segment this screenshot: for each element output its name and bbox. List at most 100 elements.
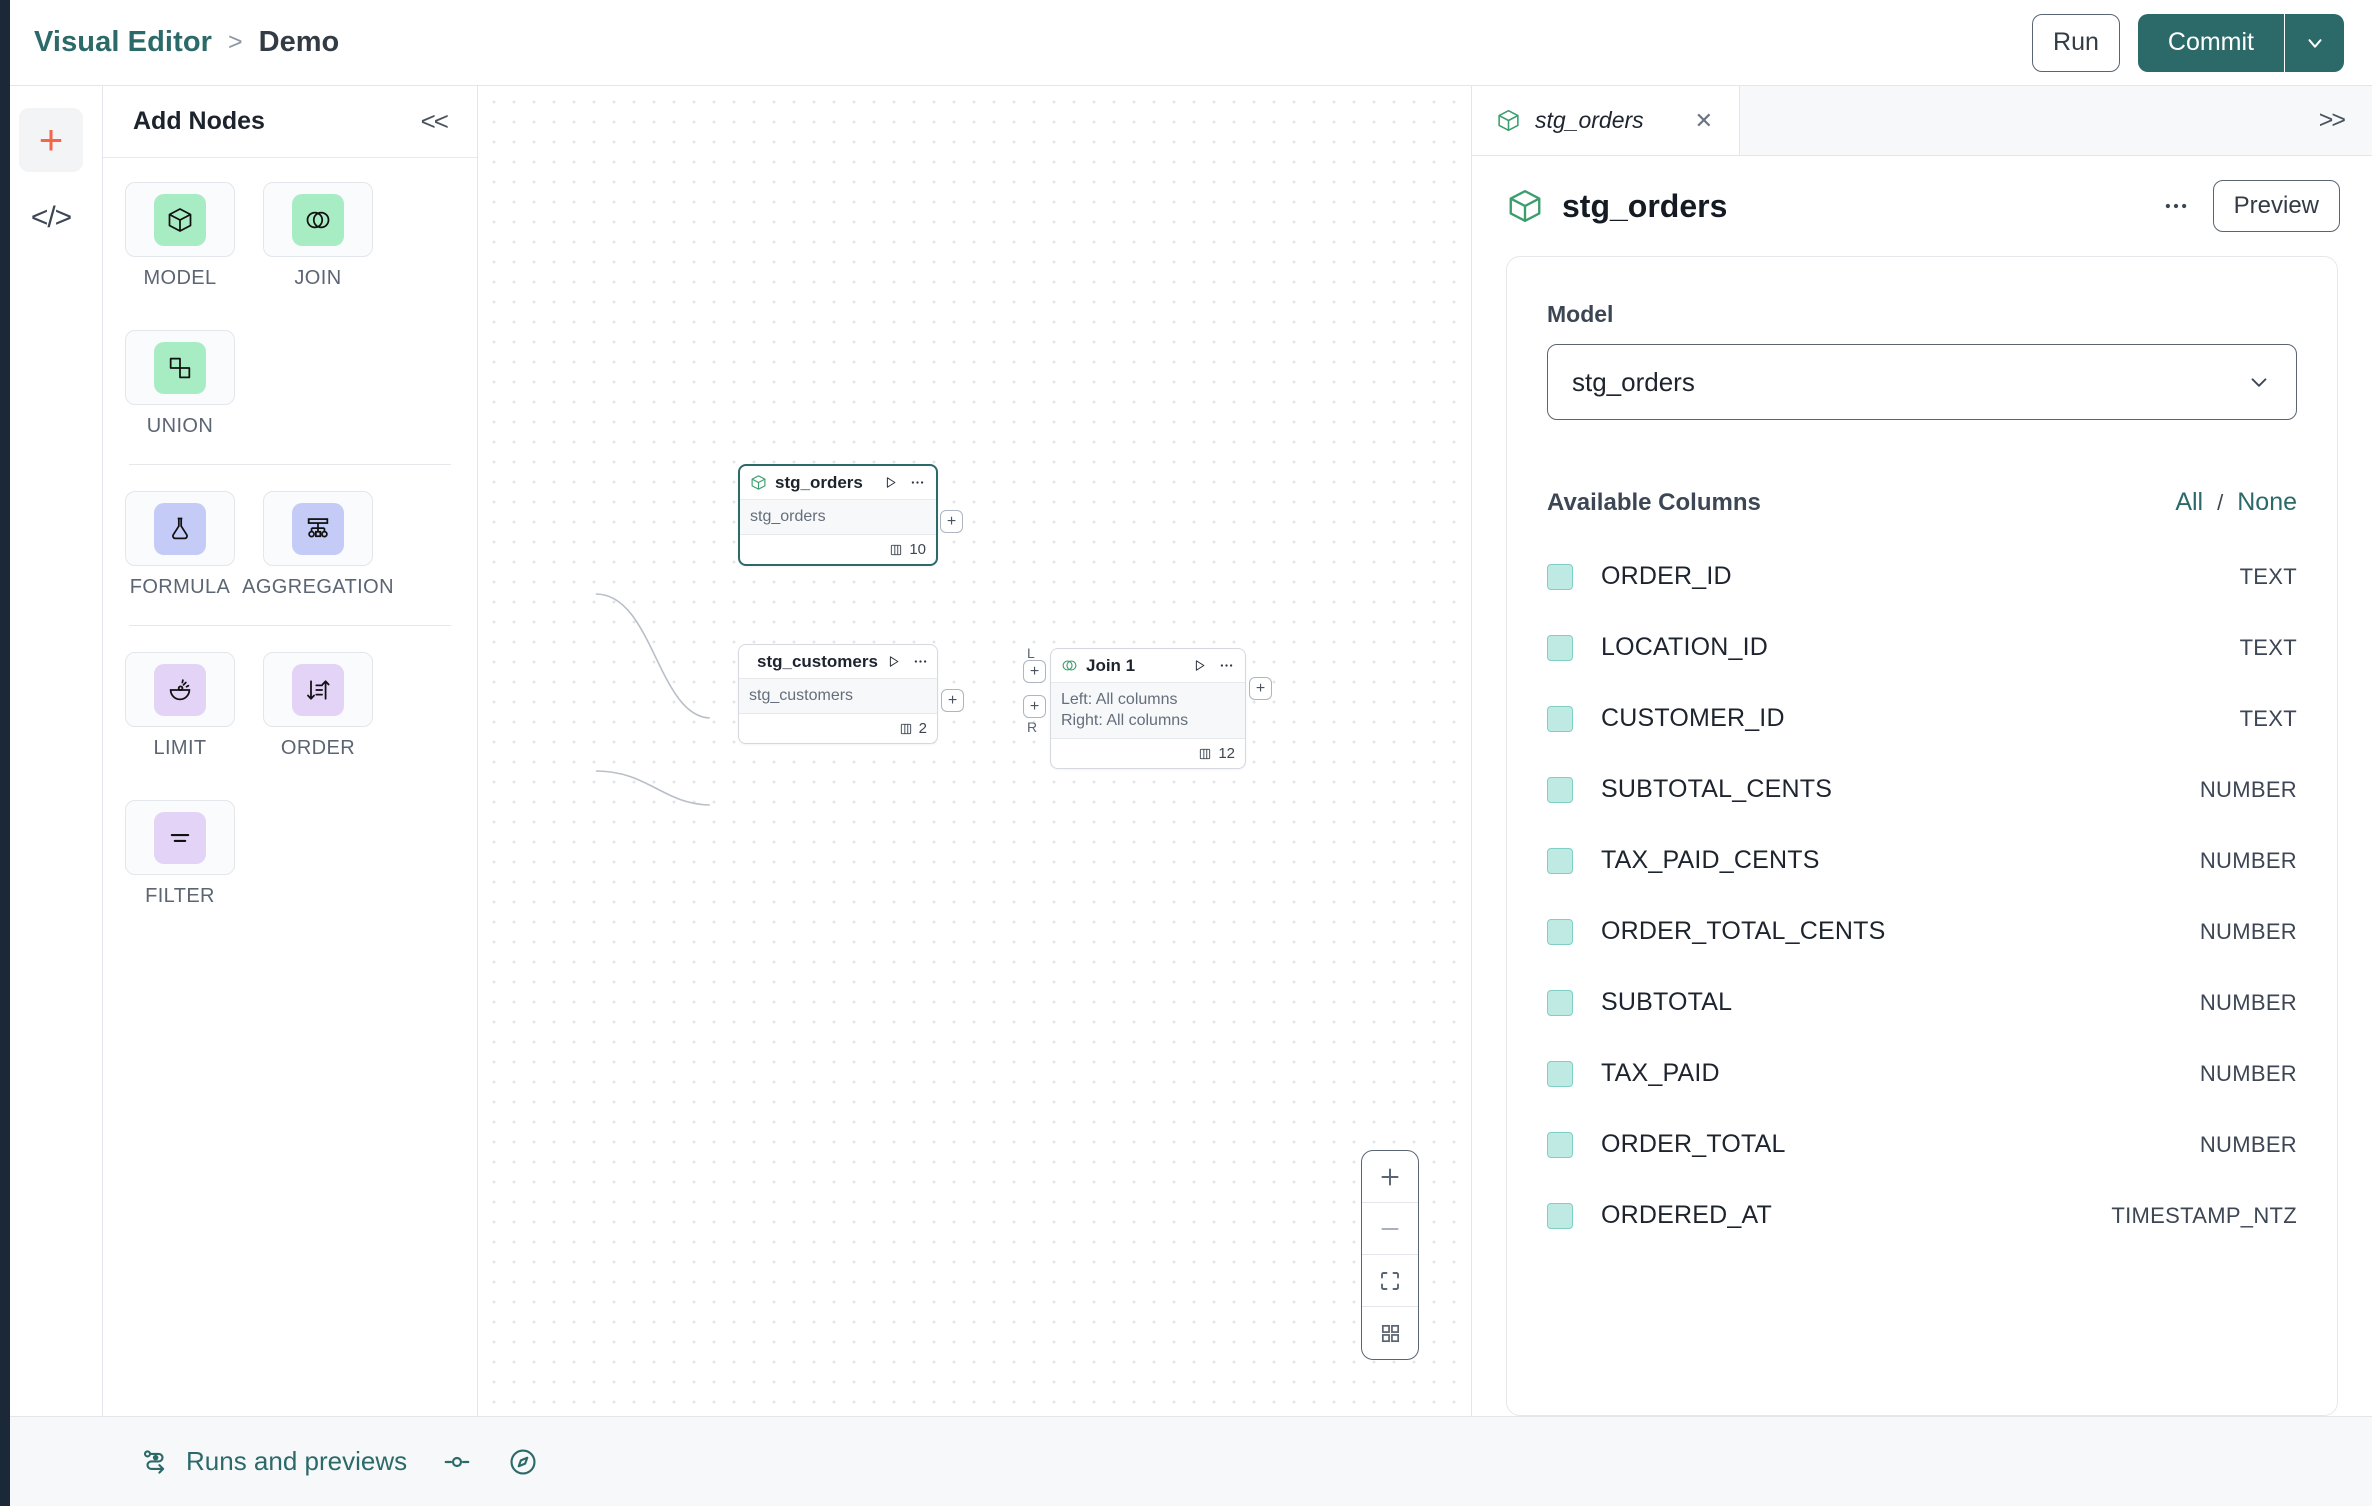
- output-port-add-button[interactable]: +: [940, 510, 963, 533]
- flow-node-subtitle-left: Left: All columns: [1061, 691, 1178, 708]
- model-icon-box: [154, 193, 206, 246]
- column-type: TEXT: [2239, 705, 2297, 731]
- node-tile-filter[interactable]: FILTER: [125, 800, 235, 908]
- panel-tab-stg-orders[interactable]: stg_orders ✕: [1472, 86, 1740, 155]
- page-title: stg_orders: [1562, 187, 1728, 224]
- close-icon[interactable]: ✕: [1694, 107, 1713, 133]
- column-checkbox[interactable]: [1547, 634, 1573, 661]
- play-icon[interactable]: [1192, 658, 1207, 673]
- grid-view-button[interactable]: [1362, 1307, 1418, 1359]
- column-checkbox[interactable]: [1547, 1131, 1573, 1158]
- flow-node-header: stg_customers: [739, 645, 937, 679]
- collapse-panel-button[interactable]: <<: [420, 106, 449, 136]
- compass-icon[interactable]: [507, 1446, 539, 1478]
- node-tile-label: MODEL: [143, 267, 217, 289]
- node-tile-join[interactable]: JOIN: [263, 182, 373, 290]
- column-checkbox[interactable]: [1547, 705, 1573, 732]
- runs-and-previews-button[interactable]: Runs and previews: [140, 1446, 407, 1477]
- model-field-label: Model: [1547, 301, 1614, 327]
- output-port-add-button[interactable]: +: [1249, 677, 1272, 700]
- model-select[interactable]: stg_orders: [1547, 344, 2297, 420]
- join-left-input-port[interactable]: +: [1023, 660, 1046, 683]
- flow-node-join-1[interactable]: Join 1 Left: All columns Right: All colu…: [1023, 645, 1272, 769]
- commit-button[interactable]: Commit: [2137, 13, 2284, 72]
- model-select-value: stg_orders: [1572, 366, 1695, 397]
- column-name: ORDER_TOTAL: [1601, 1130, 1786, 1158]
- fit-view-button[interactable]: [1362, 1255, 1418, 1307]
- output-port-add-button[interactable]: +: [941, 689, 964, 712]
- column-name: ORDER_ID: [1601, 562, 1732, 590]
- flow-node-body: stg_customers: [739, 679, 937, 714]
- node-tile-formula[interactable]: FORMULA: [125, 491, 235, 599]
- flow-node-body: stg_orders: [740, 500, 936, 535]
- play-icon[interactable]: [883, 475, 898, 490]
- join-right-input-port[interactable]: +: [1023, 695, 1046, 718]
- limit-icon-box: [154, 663, 206, 716]
- code-icon: </>: [30, 201, 72, 234]
- node-tile-union[interactable]: UNION: [125, 330, 235, 438]
- select-all-link[interactable]: All: [2175, 488, 2204, 516]
- flow-node-stg-orders[interactable]: stg_orders stg_orders 10 +: [738, 464, 963, 566]
- panel-scroll-area[interactable]: Model stg_orders Available Columns All /…: [1472, 256, 2372, 1416]
- node-tile-model[interactable]: MODEL: [125, 182, 235, 290]
- flow-node-stg-customers[interactable]: stg_customers stg_customers 2 +: [738, 644, 964, 744]
- order-icon-box: [292, 663, 344, 716]
- panel-title-row: stg_orders Preview: [1472, 156, 2372, 256]
- node-tile-order[interactable]: ORDER: [263, 652, 373, 760]
- column-checkbox[interactable]: [1547, 847, 1573, 874]
- model-config-card: Model stg_orders Available Columns All /…: [1506, 256, 2338, 1416]
- add-node-rail-button[interactable]: +: [19, 108, 83, 172]
- column-checkbox[interactable]: [1547, 1202, 1573, 1229]
- run-button[interactable]: Run: [2032, 13, 2120, 72]
- node-group-sources: MODEL JOIN: [125, 182, 455, 438]
- zoom-in-button[interactable]: [1362, 1151, 1418, 1203]
- flow-node-header: Join 1: [1051, 649, 1245, 683]
- venn-icon: [1062, 660, 1077, 671]
- column-checkbox[interactable]: [1547, 918, 1573, 945]
- column-name: ORDERED_AT: [1601, 1201, 1773, 1229]
- column-row[interactable]: CUSTOMER_ID TEXT: [1547, 683, 2297, 754]
- node-tile-limit[interactable]: LIMIT: [125, 652, 235, 760]
- flow-node-column-count: 12: [1218, 745, 1235, 762]
- ellipsis-icon[interactable]: [912, 653, 929, 670]
- commit-dropdown-button[interactable]: [2284, 13, 2344, 72]
- fit-icon: [1381, 1271, 1399, 1290]
- column-name: CUSTOMER_ID: [1601, 704, 1785, 732]
- column-checkbox[interactable]: [1547, 1060, 1573, 1087]
- ellipsis-icon[interactable]: [909, 474, 926, 491]
- zoom-out-button[interactable]: [1362, 1203, 1418, 1255]
- column-row[interactable]: ORDER_TOTAL NUMBER: [1547, 1109, 2297, 1180]
- available-columns-header: Available Columns All / None: [1547, 488, 2297, 517]
- toggle-icon[interactable]: [441, 1446, 473, 1478]
- column-checkbox[interactable]: [1547, 989, 1573, 1016]
- node-tile-aggregation[interactable]: AGGREGATION: [242, 491, 394, 599]
- preview-button[interactable]: Preview: [2212, 180, 2340, 232]
- canvas-zoom-controls: [1361, 1150, 1419, 1360]
- column-checkbox[interactable]: [1547, 563, 1573, 590]
- breadcrumb-visual-editor[interactable]: Visual Editor: [34, 26, 213, 58]
- join-right-port-label: R: [1027, 719, 1038, 735]
- column-type: NUMBER: [2199, 1131, 2297, 1157]
- column-type: NUMBER: [2199, 1060, 2297, 1086]
- flow-node-footer: 12: [1051, 739, 1245, 768]
- select-none-link[interactable]: None: [2237, 488, 2297, 516]
- expand-panel-button[interactable]: >>: [2318, 106, 2346, 134]
- flow-node-title: Join 1: [1086, 655, 1136, 675]
- union-icon: [169, 357, 191, 378]
- left-edge-strip: [0, 0, 10, 1506]
- ellipsis-icon[interactable]: [2161, 191, 2191, 221]
- play-icon[interactable]: [886, 654, 901, 669]
- ellipsis-icon[interactable]: [1218, 657, 1235, 674]
- flow-canvas[interactable]: stg_orders stg_orders 10 +: [478, 86, 1472, 1416]
- code-view-rail-button[interactable]: </>: [19, 186, 83, 250]
- column-checkbox[interactable]: [1547, 776, 1573, 803]
